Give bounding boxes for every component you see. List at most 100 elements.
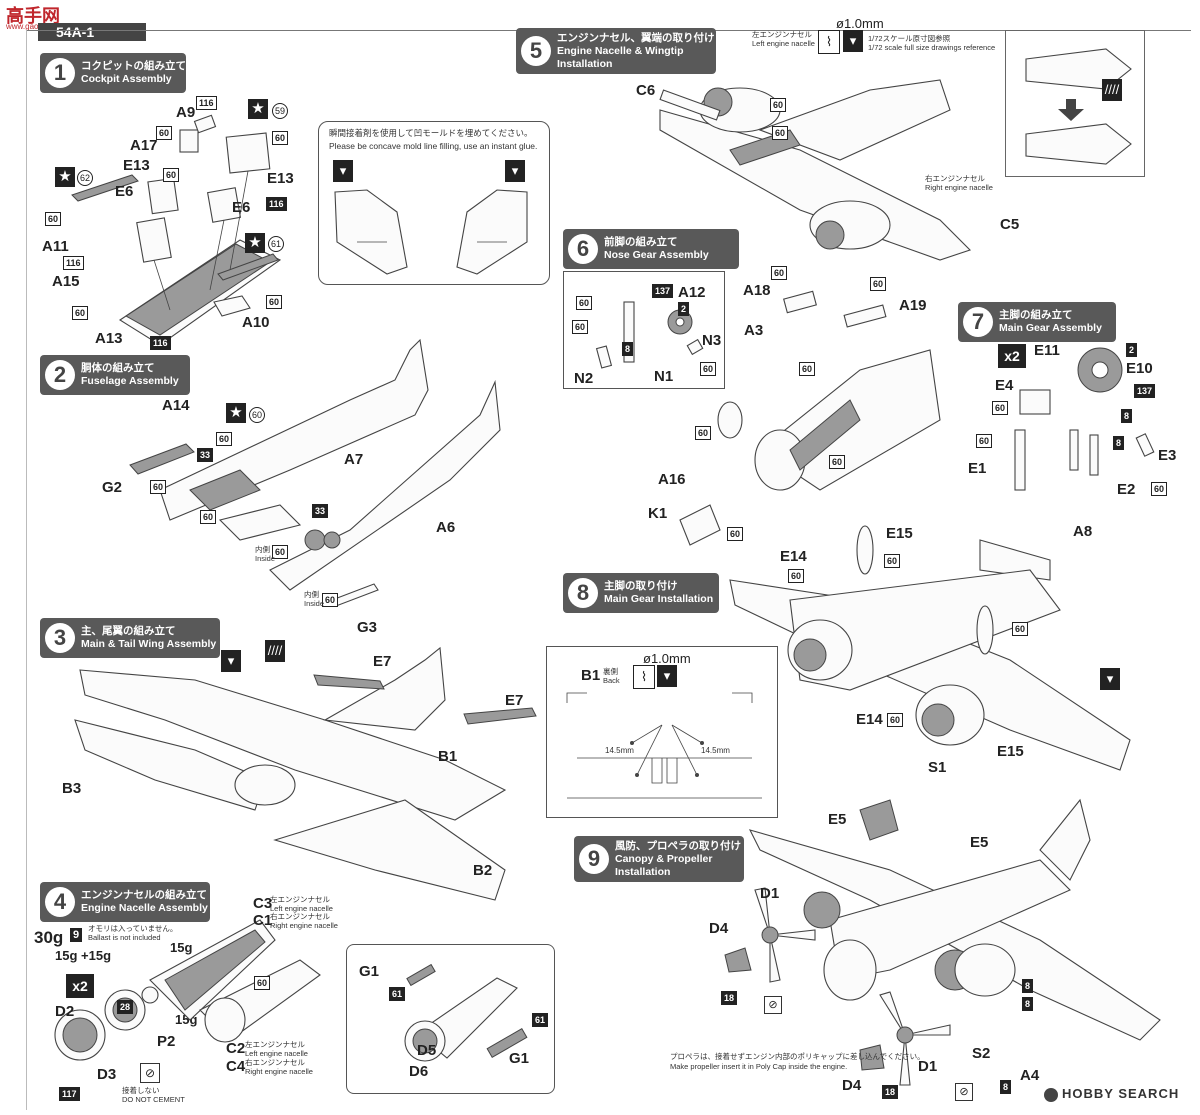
color-60: 60: [576, 296, 593, 310]
color-60: 60: [771, 266, 788, 280]
tailplane-part: [463, 707, 537, 725]
part-B3: B3: [62, 780, 82, 797]
decal-62: 62: [77, 170, 93, 186]
step-number: 7: [963, 307, 993, 337]
tailplane-part: [313, 674, 385, 690]
instant-glue-icon: ▾: [843, 30, 863, 52]
part-E7: E7: [373, 653, 392, 670]
hobby-search-watermark: HOBBY SEARCH: [1044, 1086, 1179, 1102]
part-B2: B2: [473, 862, 493, 879]
step-title-en: Canopy & Propeller: [615, 852, 713, 865]
color-60: 60: [254, 976, 271, 990]
part-E15: E15: [886, 525, 913, 542]
step-title-jp: 主、尾翼の組み立て: [81, 625, 176, 637]
nose-gear-detail-box: A12 N3 N2 N1 137 2 8 60 60 60: [563, 271, 725, 389]
color-60: 60: [772, 126, 789, 140]
color-60: 60: [829, 455, 846, 469]
color-60: 60: [770, 98, 787, 112]
step-title-en2: Installation: [615, 865, 671, 878]
part-E5: E5: [970, 834, 989, 851]
part-A7: A7: [344, 451, 364, 468]
part-N2: N2: [574, 370, 594, 387]
ballast-split: 15g +15g: [55, 948, 112, 963]
part-E2: E2: [1117, 481, 1136, 498]
part-N3: N3: [702, 332, 722, 349]
step-number: 1: [45, 58, 75, 88]
color-60: 60: [1012, 622, 1029, 636]
instrument-panel-decal: [71, 174, 139, 202]
color-137: 137: [652, 284, 674, 298]
color-60: 60: [156, 126, 173, 140]
color-60: 60: [992, 401, 1009, 415]
color-8: 8: [1022, 997, 1034, 1011]
color-60: 60: [1151, 482, 1168, 496]
drill-icon: ⌇: [818, 30, 840, 54]
color-60: 60: [884, 554, 901, 568]
instant-glue-icon: ▾: [1100, 668, 1120, 690]
ballast-half: 15g: [170, 940, 193, 955]
nose-section-diagram: [679, 290, 941, 546]
color-8: 8: [1113, 436, 1125, 450]
decal-star-icon: ★: [245, 233, 265, 253]
part-D6: D6: [409, 1063, 429, 1080]
propeller-part: [859, 991, 951, 1086]
step-number: 2: [45, 360, 75, 390]
nacelle-scale-diagram: [1025, 48, 1132, 165]
part-E5: E5: [828, 811, 847, 828]
color-60: 60: [700, 362, 717, 376]
step-title-en2: Installation: [557, 57, 613, 70]
part-G3: G3: [357, 619, 378, 636]
part-E13: E13: [123, 157, 150, 174]
color-116: 116: [150, 336, 171, 350]
color-61: 61: [389, 987, 406, 1001]
fuselage-diagram: [159, 338, 501, 591]
part-A3: A3: [744, 322, 764, 339]
part-A4: A4: [1020, 1067, 1040, 1084]
color-116: 116: [266, 197, 287, 211]
ballast-note: オモリは入っていません。Ballast is not included: [88, 924, 178, 942]
step-number: 3: [45, 623, 75, 653]
step-title-en: Main & Tail Wing Assembly: [81, 638, 217, 650]
propeller-part: [724, 887, 816, 983]
color-33: 33: [312, 504, 329, 518]
step-title-en: Fuselage Assembly: [81, 375, 179, 387]
gear-door-part: [129, 443, 195, 475]
step-title-jp: エンジンナセルの組み立て: [81, 889, 207, 901]
instant-glue-icon: ▾: [657, 665, 677, 687]
color-60: 60: [727, 527, 744, 541]
part-C1: C1: [253, 912, 273, 929]
side-panel-strip: [217, 253, 279, 281]
part-E7: E7: [505, 692, 524, 709]
sanding-icon: ////: [265, 640, 285, 662]
color-2: 2: [678, 302, 690, 316]
color-9: 9: [70, 928, 83, 942]
color-60: 60: [887, 713, 904, 727]
part-E6: E6: [115, 183, 134, 200]
part-B1: B1: [438, 748, 458, 765]
part-A19: A19: [899, 297, 927, 314]
part-D5: D5: [417, 1042, 437, 1059]
color-8: 8: [1121, 409, 1133, 423]
step-title-jp: 主脚の組み立て: [999, 309, 1073, 321]
color-28: 28: [117, 1000, 134, 1014]
color-60: 60: [200, 510, 217, 524]
decal-star-icon: ★: [248, 99, 268, 119]
decal-star-icon: ★: [55, 167, 75, 187]
part-N1: N1: [654, 368, 674, 385]
color-8: 8: [622, 342, 634, 356]
step-title-en: Main Gear Assembly: [999, 322, 1102, 334]
aircraft-step8-diagram: [729, 525, 1131, 771]
part-C5: C5: [1000, 216, 1020, 233]
b1-drill-pattern: [566, 692, 762, 799]
part-G1: G1: [509, 1050, 530, 1067]
